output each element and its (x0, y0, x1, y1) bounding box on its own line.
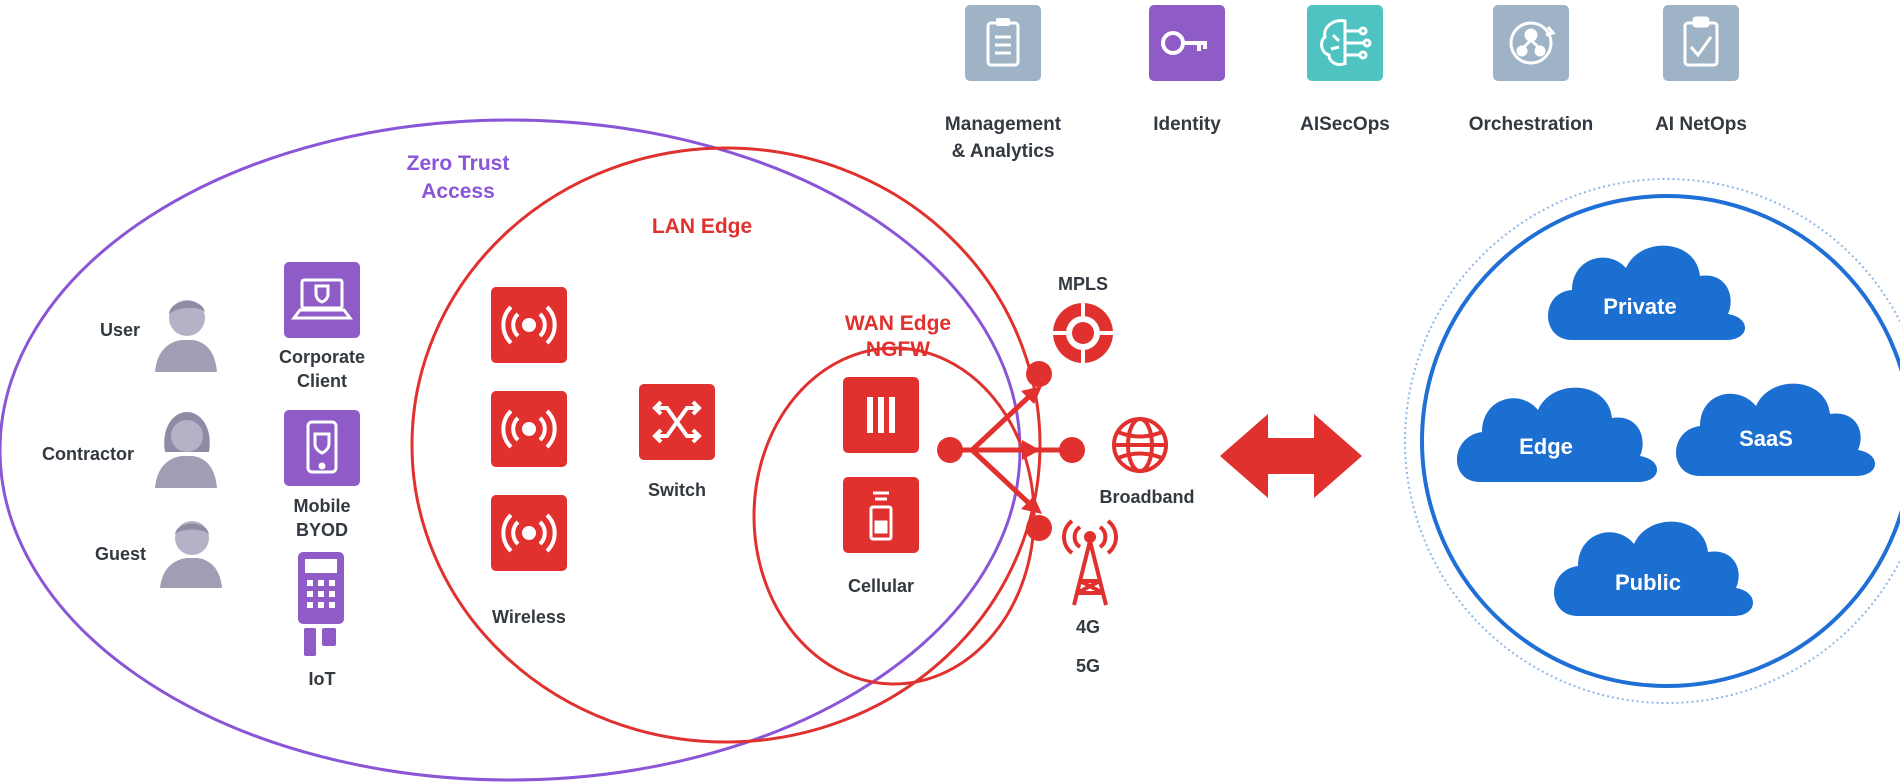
device-label: Mobile (294, 496, 351, 516)
iot-terminal-icon[interactable] (298, 552, 344, 656)
device-label: IoT (309, 669, 336, 689)
service-label: Management (945, 114, 1062, 135)
checklist-icon (1683, 16, 1719, 67)
cloud-inner-ring (1420, 194, 1900, 688)
device-label: Client (297, 371, 347, 391)
cloud-icon (1456, 387, 1658, 482)
service-aisecops[interactable] (1307, 5, 1383, 81)
service-label: AI NetOps (1655, 114, 1747, 135)
cloud-private[interactable]: Private (1548, 245, 1746, 340)
brain-circuit-icon (1320, 19, 1372, 67)
arrowheads (1021, 386, 1042, 514)
broadband-label: Broadband (1099, 487, 1194, 507)
wireless-label: Wireless (492, 607, 566, 627)
service-ai-netops[interactable] (1663, 5, 1739, 81)
wireless-icon (501, 409, 557, 449)
service-identity[interactable] (1149, 5, 1225, 81)
cloud-outer-ring (1404, 178, 1900, 704)
service-label: AISecOps (1300, 114, 1390, 135)
wan-source-dot (937, 437, 963, 463)
contractor-icon (155, 412, 217, 488)
cloud-icon (1548, 245, 1746, 340)
broadband-globe-icon (1112, 417, 1168, 473)
service-label: Identity (1153, 114, 1221, 135)
zero-trust-label: Zero Trust (407, 152, 510, 175)
wireless-icon (501, 513, 557, 553)
switch-label: Switch (648, 480, 706, 500)
wireless-ap-1[interactable] (491, 287, 567, 363)
cloud-icon (1554, 521, 1754, 616)
cellular-device[interactable] (843, 477, 919, 553)
laptop-icon (291, 278, 353, 320)
5g-label: 5G (1076, 656, 1100, 676)
mpls-link-dot (1026, 361, 1052, 387)
cellular-label: Cellular (848, 576, 914, 596)
wan-uplink-arrows (950, 390, 1066, 510)
device-mobile-byod[interactable] (284, 410, 360, 486)
cloud-saas[interactable]: SaaS (1676, 383, 1876, 476)
mpls-icon (1053, 303, 1113, 363)
lan-edge-zone (410, 146, 1042, 744)
wireless-ap-2[interactable] (491, 391, 567, 467)
cloud-public[interactable]: Public (1554, 521, 1754, 616)
switch-device[interactable] (639, 384, 715, 460)
cloud-label: Public (1615, 570, 1681, 595)
clipboard-icon (986, 18, 1020, 67)
device-label: Corporate (279, 347, 365, 367)
zero-trust-label-line2: Access (421, 180, 495, 203)
cloud-label: SaaS (1739, 426, 1793, 451)
person-label-contractor: Contractor (42, 444, 134, 464)
wireless-ap-3[interactable] (491, 495, 567, 571)
service-label: & Analytics (952, 141, 1055, 162)
service-label: Orchestration (1469, 114, 1594, 135)
device-label: BYOD (296, 520, 348, 540)
lan-edge-label: LAN Edge (652, 215, 752, 238)
bidirectional-arrow (1220, 414, 1362, 498)
mpls-label: MPLS (1058, 274, 1108, 294)
broadband-link-dot (1059, 437, 1085, 463)
firewall-icon (867, 397, 895, 433)
guest-icon (160, 521, 222, 588)
wireless-icon (501, 305, 557, 345)
cloud-label: Edge (1519, 434, 1573, 459)
ngfw-device[interactable] (843, 377, 919, 453)
cloud-icon (1676, 383, 1876, 476)
cell-link-dot (1026, 515, 1052, 541)
user-icon (155, 300, 217, 372)
cell-tower-icon (1062, 519, 1118, 606)
ngfw-label: NGFW (866, 338, 930, 361)
person-label-guest: Guest (95, 544, 146, 564)
orchestration-icon (1509, 21, 1556, 65)
cloud-label: Private (1603, 294, 1676, 319)
wan-edge-label: WAN Edge (845, 312, 951, 335)
service-management-analytics[interactable] (965, 5, 1041, 81)
cloud-edge[interactable]: Edge (1456, 387, 1658, 482)
service-orchestration[interactable] (1493, 5, 1569, 81)
switch-icon (652, 400, 702, 444)
4g-label: 4G (1076, 617, 1100, 637)
cellular-router-icon (869, 491, 893, 541)
person-label-user: User (100, 320, 140, 340)
mobile-icon (306, 420, 338, 474)
key-icon (1161, 31, 1207, 55)
device-corporate-client[interactable] (284, 262, 360, 338)
